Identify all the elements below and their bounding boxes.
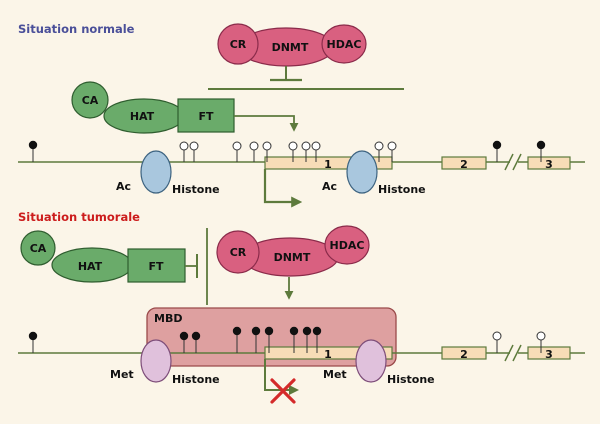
dna-break-mark (504, 344, 514, 362)
histone-methylated (140, 339, 172, 383)
hdac-label: HDAC (327, 38, 362, 51)
dnmt-label: DNMT (274, 251, 311, 264)
cpg-methylated (302, 326, 312, 336)
exon-3 (527, 346, 571, 360)
ca-protein (71, 81, 109, 119)
histone-label: Histone (172, 373, 220, 386)
exon-2-label: 2 (460, 158, 468, 171)
mbd-label: MBD (154, 312, 182, 325)
histone-methylated (355, 339, 387, 383)
histone-label: Histone (378, 183, 426, 196)
hat-label: HAT (130, 110, 155, 123)
repressor-complex-normal: CR DNMT HDAC (217, 23, 367, 67)
exon-2 (441, 156, 487, 170)
histone-acetylated (140, 150, 172, 194)
histone-acetylated (346, 150, 378, 194)
cpg-methylated (28, 331, 38, 341)
dnmt-label: DNMT (272, 41, 309, 54)
transcription-arrow (263, 169, 303, 208)
cpg-unmethylated (492, 331, 502, 341)
cpg-methylated (264, 326, 274, 336)
cpg-methylated (232, 326, 242, 336)
activator-complex-tumoral: CA HAT FT (20, 230, 186, 283)
methyl-label: Met (323, 368, 347, 381)
cpg-methylated (312, 326, 322, 336)
histone-label: Histone (172, 183, 220, 196)
repressor-complex-tumoral: CR DNMT HDAC (216, 225, 370, 277)
exon-1-label: 1 (324, 158, 332, 171)
cpg-methylated (289, 326, 299, 336)
cpg-methylated (492, 140, 502, 150)
exon-2 (441, 346, 487, 360)
exon-3-label: 3 (545, 348, 553, 361)
cpg-methylated (191, 331, 201, 341)
hdac-protein (321, 24, 367, 64)
ca-label: CA (82, 94, 99, 107)
ca-label: CA (30, 242, 47, 255)
acetyl-label: Ac (116, 180, 131, 193)
cpg-unmethylated-group (492, 331, 546, 353)
ca-protein (20, 230, 56, 266)
histone-label: Histone (387, 373, 435, 386)
cpg-methylated (536, 140, 546, 150)
cpg-methylated (251, 326, 261, 336)
cpg-unmethylated (374, 141, 384, 151)
cpg-unmethylated (536, 331, 546, 341)
cpg-unmethylated (262, 141, 272, 151)
hdac-label: HDAC (330, 239, 365, 252)
activator-complex-normal: CA HAT FT (71, 81, 235, 134)
hdac-protein (324, 225, 370, 265)
cr-label: CR (230, 38, 247, 51)
cpg-methylated (28, 140, 38, 150)
ft-protein (127, 248, 186, 283)
exon-3-label: 3 (545, 158, 553, 171)
cpg-unmethylated-group (179, 141, 397, 162)
activation-arrow (234, 115, 299, 132)
exon-2-label: 2 (460, 348, 468, 361)
cr-protein (216, 230, 260, 274)
exon-1-label: 1 (324, 348, 332, 361)
methyl-label: Met (110, 368, 134, 381)
cpg-unmethylated (387, 141, 397, 151)
cpg-unmethylated (301, 141, 311, 151)
hat-label: HAT (78, 260, 103, 273)
dna-break-mark (512, 344, 522, 362)
cpg-methylated-group (28, 140, 546, 162)
dna-break-mark (504, 153, 514, 171)
blocked-cross-icon (270, 378, 296, 404)
blocked-transcription-arrow (264, 359, 299, 395)
exon-3 (527, 156, 571, 170)
dna-break-mark (512, 153, 522, 171)
cpg-unmethylated (311, 141, 321, 151)
section-title-tumoral: Situation tumorale (18, 210, 140, 224)
cr-label: CR (230, 246, 247, 259)
cpg-unmethylated (179, 141, 189, 151)
cpg-unmethylated (288, 141, 298, 151)
cpg-methylated-group (28, 326, 322, 353)
section-title-normal: Situation normale (18, 22, 135, 36)
ft-label: FT (198, 110, 214, 123)
ft-label: FT (148, 260, 164, 273)
cpg-unmethylated (189, 141, 199, 151)
cpg-methylated (179, 331, 189, 341)
cpg-unmethylated (232, 141, 242, 151)
cr-protein (217, 23, 259, 65)
acetyl-label: Ac (322, 180, 337, 193)
cpg-unmethylated (249, 141, 259, 151)
